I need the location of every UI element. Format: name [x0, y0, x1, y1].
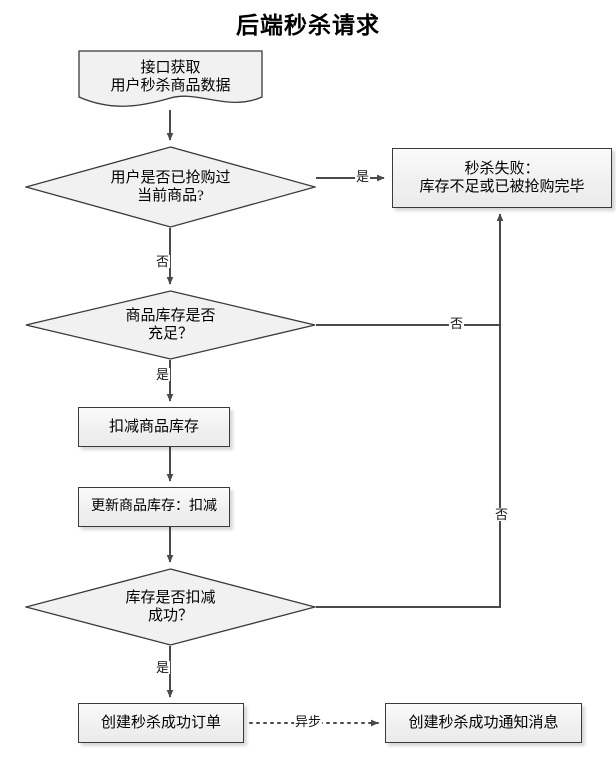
node-text-line: 商品库存是否	[125, 307, 216, 324]
document-shape	[78, 50, 263, 107]
node-text: 用户是否已抢购过 当前商品?	[110, 169, 230, 206]
node-create-notify-message: 创建秒杀成功通知消息	[385, 703, 582, 743]
node-text-line: 秒杀失败：	[464, 160, 540, 177]
node-create-success-order: 创建秒杀成功订单	[78, 703, 244, 743]
node-text-line: 成功？	[147, 608, 193, 624]
node-seckill-failed: 秒杀失败： 库存不足或已被抢购完毕	[392, 148, 612, 208]
node-text-line: 充足？	[147, 326, 193, 342]
decision-stock-sufficient: 商品库存是否 充足？	[25, 290, 316, 360]
edge-label-yes-stock: 是	[155, 367, 171, 382]
edge-label-yes-deduct: 是	[155, 660, 171, 675]
edge-label-yes-already-bought: 是	[355, 169, 371, 184]
node-text-line: 当前商品?	[137, 188, 204, 204]
node-deduct-stock: 扣减商品库存	[78, 407, 230, 447]
node-text-line: 用户秒杀商品数据	[110, 78, 231, 94]
diamond-shape	[25, 290, 316, 360]
node-update-stock: 更新商品库存：扣减	[78, 487, 230, 527]
node-text: 秒杀失败： 库存不足或已被抢购完毕	[413, 160, 590, 197]
edge-label-no-already-bought: 否	[155, 254, 171, 269]
node-text-line: 用户是否已抢购过	[110, 169, 231, 186]
node-text-line: 接口获取	[140, 59, 201, 76]
node-text: 创建秒杀成功通知消息	[408, 714, 559, 731]
node-text-line: 库存不足或已被抢购完毕	[419, 179, 585, 195]
diamond-shape	[25, 568, 316, 646]
decision-user-already-bought: 用户是否已抢购过 当前商品?	[25, 146, 316, 228]
node-text: 商品库存是否 充足？	[125, 307, 215, 344]
node-text: 库存是否扣减 成功？	[125, 589, 215, 626]
edge-label-async: 异步	[294, 714, 323, 729]
node-text: 更新商品库存：扣减	[91, 499, 217, 515]
edge-decision3-no-to-fail	[316, 325, 501, 608]
node-fetch-seckill-data: 接口获取 用户秒杀商品数据	[78, 50, 263, 110]
edge-label-no-stock: 否	[449, 316, 465, 331]
diamond-shape	[25, 146, 316, 228]
decision-deduct-success: 库存是否扣减 成功？	[25, 568, 316, 646]
page-title: 后端秒杀请求	[236, 13, 380, 38]
edge-decision2-no-to-fail	[316, 213, 504, 326]
node-text: 扣减商品库存	[108, 418, 199, 435]
edge-label-no-deduct: 否	[494, 507, 510, 522]
node-text-line: 库存是否扣减	[125, 589, 216, 606]
node-text: 接口获取 用户秒杀商品数据	[110, 59, 230, 96]
node-text: 创建秒杀成功订单	[100, 714, 221, 731]
